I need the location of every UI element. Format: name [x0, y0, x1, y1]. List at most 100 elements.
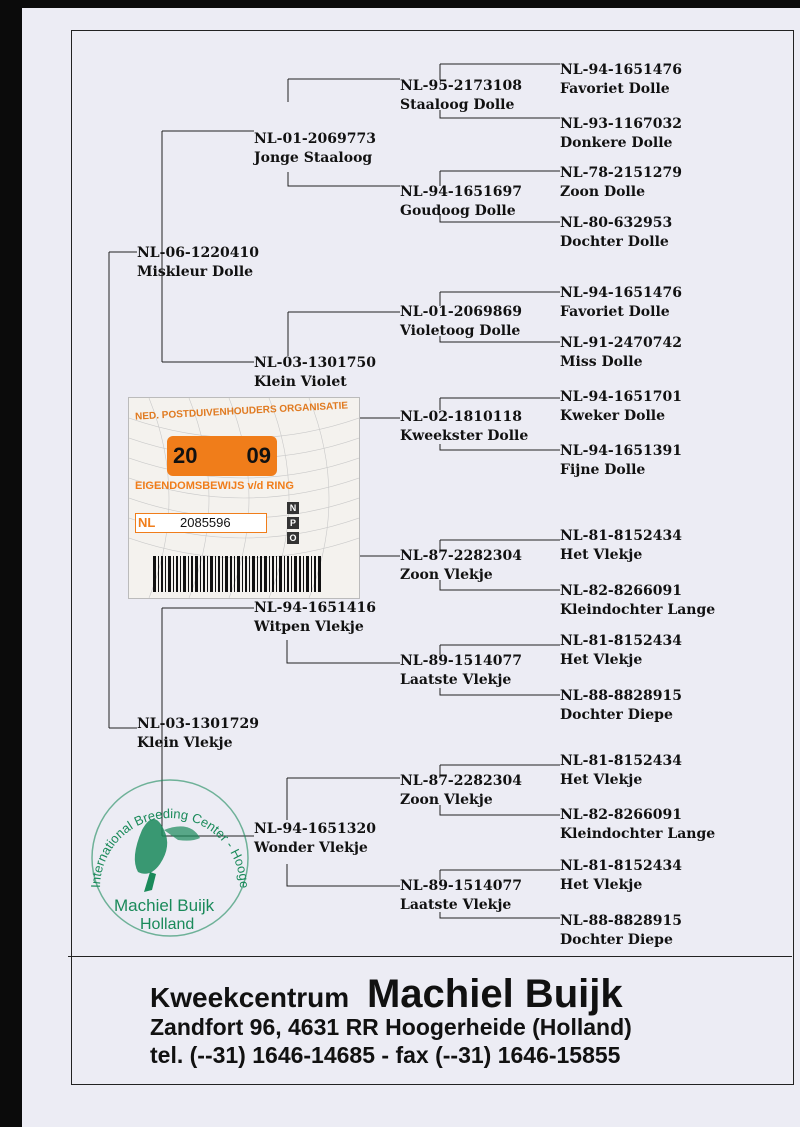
ring-number: NL-01-2069773 — [254, 131, 376, 147]
stamp-name: Machiel Buijk — [114, 896, 215, 915]
gen4-node: NL-88-8828915 Dochter Diepe — [560, 912, 682, 950]
pigeon-name: Kweker Dolle — [560, 408, 666, 424]
ring-number: NL-82-8266091 — [560, 807, 682, 823]
pigeon-name: Witpen Vlekje — [254, 619, 364, 635]
gen4-node: NL-93-1167032 Donkere Dolle — [560, 115, 682, 153]
ring-number: NL-94-1651391 — [560, 443, 682, 459]
npo-letter: O — [287, 532, 299, 544]
gen4-node: NL-94-1651701 Kweker Dolle — [560, 388, 682, 426]
ring-number: NL-94-1651697 — [400, 184, 522, 200]
pigeon-name: Zoon Vlekje — [400, 792, 493, 808]
guilloche-pattern — [129, 398, 359, 598]
gen3-node: NL-94-1651697 Goudoog Dolle — [400, 183, 522, 221]
pigeon-node: NL-06-1220410 Miskleur Dolle — [137, 244, 259, 282]
ring-number: NL-94-1651320 — [254, 821, 376, 837]
ring-number: NL-87-2282304 — [400, 548, 522, 564]
pigeon-name: Zoon Vlekje — [400, 567, 493, 583]
ring-number: NL-80-632953 — [560, 215, 673, 231]
card-year-left: 20 — [173, 443, 198, 468]
ring-number: NL-89-1514077 — [400, 878, 522, 894]
gen2-node: NL-94-1651416 Witpen Vlekje — [254, 599, 376, 637]
pigeon-name: Kleindochter Lange — [560, 826, 716, 842]
card-ring-field: NL 2085596 — [135, 513, 267, 533]
footer-box — [68, 956, 792, 1084]
ownership-card: NED. POSTDUIVENHOUDERS ORGANISATIE 20 09… — [128, 397, 360, 599]
card-year-badge: 20 09 — [167, 436, 277, 476]
npo-letter: N — [287, 502, 299, 514]
ring-number: NL-89-1514077 — [400, 653, 522, 669]
pigeon-name: Klein Violet — [254, 374, 347, 390]
pigeon-name: Kweekster Dolle — [400, 428, 529, 444]
pigeon-name: Favoriet Dolle — [560, 81, 670, 97]
gen4-node: NL-81-8152434 Het Vlekje — [560, 632, 682, 670]
pigeon-name: Goudoog Dolle — [400, 203, 516, 219]
gen2-node: NL-94-1651320 Wonder Vlekje — [254, 820, 376, 858]
ring-number: NL-94-1651416 — [254, 600, 376, 616]
pigeon-name: Dochter Diepe — [560, 707, 673, 723]
footer-contact: tel. (--31) 1646-14685 - fax (--31) 1646… — [150, 1042, 621, 1068]
gen3-node: NL-89-1514077 Laatste Vlekje — [400, 652, 522, 690]
ring-number: NL-81-8152434 — [560, 858, 682, 874]
gen3-node: NL-87-2282304 Zoon Vlekje — [400, 547, 522, 585]
ring-number: NL-94-1651476 — [560, 62, 682, 78]
gen3-node: NL-89-1514077 Laatste Vlekje — [400, 877, 522, 915]
gen4-node: NL-91-2470742 Miss Dolle — [560, 334, 682, 372]
gen4-node: NL-94-1651391 Fijne Dolle — [560, 442, 682, 480]
gen4-node: NL-78-2151279 Zoon Dolle — [560, 164, 682, 202]
pigeon-name: Dochter Diepe — [560, 932, 673, 948]
ring-number: NL-82-8266091 — [560, 583, 682, 599]
pigeon-name: Laatste Vlekje — [400, 897, 512, 913]
pigeon-name: Staaloog Dolle — [400, 97, 515, 113]
gen3-node: NL-95-2173108 Staaloog Dolle — [400, 77, 522, 115]
pigeon-name: Het Vlekje — [560, 547, 643, 563]
pedigree-frame — [71, 30, 794, 1085]
pigeon-name: Kleindochter Lange — [560, 602, 716, 618]
card-year-right: 09 — [246, 443, 271, 468]
pigeon-name: Het Vlekje — [560, 772, 643, 788]
card-title: EIGENDOMSBEWIJS v/d RING — [135, 480, 294, 492]
gen4-node: NL-80-632953 Dochter Dolle — [560, 214, 672, 252]
pigeon-name: Fijne Dolle — [560, 462, 646, 478]
stamp-arc-text: International Breeding Center - Hoogerhe… — [80, 768, 252, 889]
footer-brand-name: Machiel Buijk — [366, 972, 623, 1016]
gen4-node: NL-88-8828915 Dochter Diepe — [560, 687, 682, 725]
ring-number: NL-91-2470742 — [560, 335, 682, 351]
mother-node: NL-03-1301729 Klein Vlekje — [137, 715, 259, 753]
ring-number: NL-88-8828915 — [560, 688, 682, 704]
ring-number: NL-95-2173108 — [400, 78, 522, 94]
ring-number: NL-88-8828915 — [560, 913, 682, 929]
footer-address: Zandfort 96, 4631 RR Hoogerheide (Hollan… — [150, 1014, 632, 1040]
pigeon-name: Dochter Dolle — [560, 234, 669, 250]
footer-brand: Kweekcentrum Machiel Buijk — [150, 972, 623, 1017]
ring-number: NL-94-1651476 — [560, 285, 682, 301]
npo-letters: N P O — [287, 502, 299, 547]
ring-number: NL-06-1220410 — [137, 245, 259, 261]
pigeon-name: Het Vlekje — [560, 652, 643, 668]
ring-number: NL-87-2282304 — [400, 773, 522, 789]
pigeon-name: Miskleur Dolle — [137, 264, 254, 280]
pigeon-name: Zoon Dolle — [560, 184, 645, 200]
pigeon-name: Jonge Staaloog — [254, 150, 373, 166]
breeding-center-stamp: International Breeding Center - Hoogerhe… — [75, 756, 258, 938]
pigeon-name: Favoriet Dolle — [560, 304, 670, 320]
ring-number: NL-81-8152434 — [560, 753, 682, 769]
ring-number: NL-78-2151279 — [560, 165, 682, 181]
ring-number: NL-93-1167032 — [560, 116, 682, 132]
card-ring-number: 2085596 — [180, 515, 231, 530]
pigeon-name: Klein Vlekje — [137, 735, 233, 751]
gen3-node: NL-01-2069869 Violetoog Dolle — [400, 303, 522, 341]
pigeon-name: Violetoog Dolle — [400, 323, 521, 339]
ring-number: NL-81-8152434 — [560, 633, 682, 649]
gen4-node: NL-82-8266091 Kleindochter Lange — [560, 806, 715, 844]
gen4-node: NL-81-8152434 Het Vlekje — [560, 752, 682, 790]
gen3-node: NL-02-1810118 Kweekster Dolle — [400, 408, 528, 446]
stamp-graphic: International Breeding Center - Hoogerhe… — [75, 756, 252, 937]
father-node: NL-01-2069773 Jonge Staaloog — [254, 130, 376, 168]
pigeon-name: Wonder Vlekje — [254, 840, 368, 856]
ring-number: NL-81-8152434 — [560, 528, 682, 544]
stamp-country: Holland — [140, 916, 195, 933]
gen4-node: NL-94-1651476 Favoriet Dolle — [560, 61, 682, 99]
ring-number: NL-03-1301750 — [254, 355, 376, 371]
pigeon-name: Miss Dolle — [560, 354, 643, 370]
gen4-node: NL-81-8152434 Het Vlekje — [560, 527, 682, 565]
